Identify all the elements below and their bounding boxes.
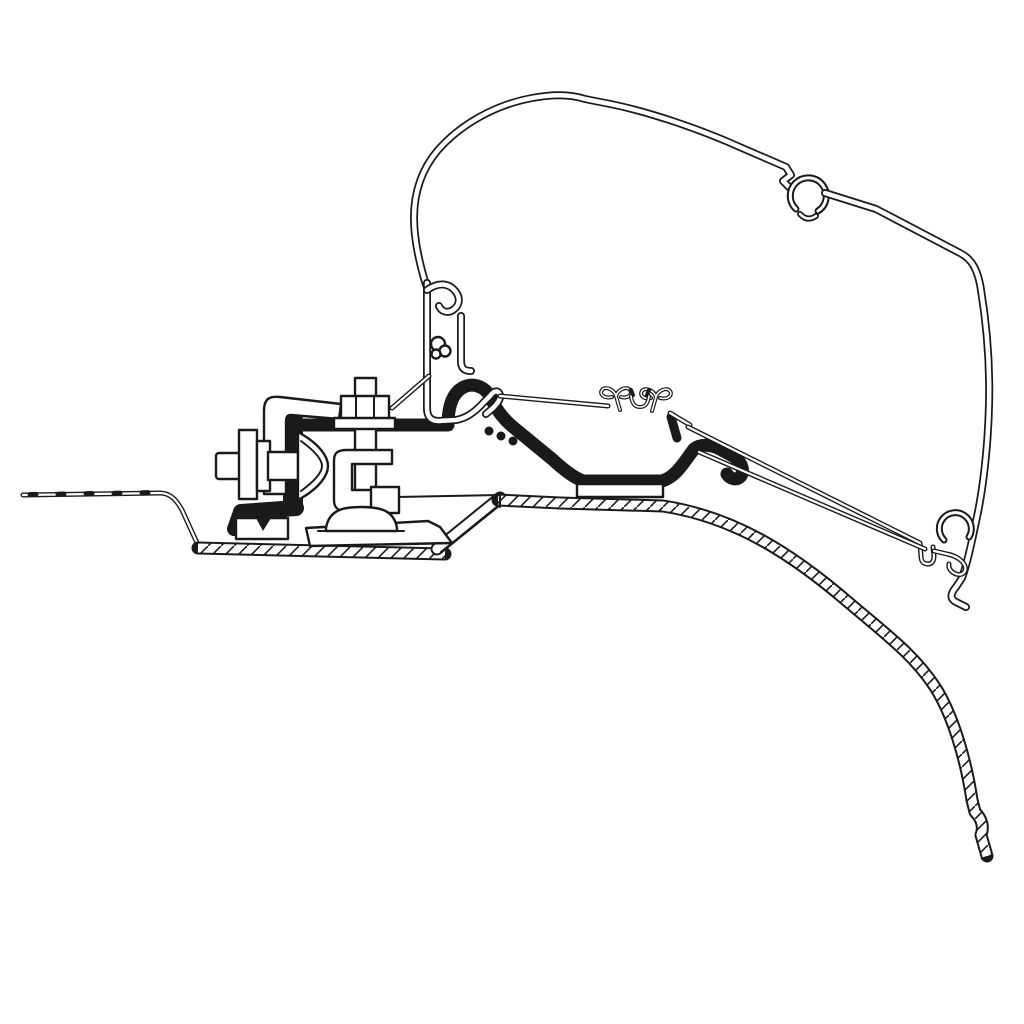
curved-washer-inner-line	[300, 440, 324, 492]
roof-hatch-band-lower	[191, 541, 452, 561]
roof-sheet-left	[20, 490, 201, 548]
vertical-stud-assembly	[317, 376, 405, 533]
pressure-dome	[324, 505, 399, 533]
gripper-finger	[496, 431, 506, 441]
roof-sheet-ticks	[27, 490, 161, 497]
upper-seat-plate	[575, 482, 665, 499]
adapter-profile	[280, 378, 749, 488]
clamp-tooth	[256, 518, 271, 531]
bolt-washer-plate	[237, 428, 259, 501]
gripper-finger	[484, 426, 494, 436]
tie-rod-line	[396, 494, 501, 498]
lower-rail	[696, 449, 928, 552]
awning-case-profile	[410, 91, 994, 611]
nut-washer	[332, 416, 397, 431]
top-keder-ring	[786, 174, 830, 222]
seat-serration-dots	[602, 481, 638, 486]
clamp-teeth-dots	[241, 515, 286, 520]
upper-rail	[685, 424, 937, 567]
case-bottom-rails	[497, 386, 968, 577]
rail-tab	[666, 412, 682, 443]
horizontal-bolt	[214, 428, 330, 502]
bolt-shaft-inner	[266, 450, 300, 482]
gutter-butterfly-detail	[599, 386, 673, 413]
mounting-hardware	[214, 376, 405, 533]
gasket-clip-detail	[429, 335, 452, 360]
rail-end-hook	[931, 548, 968, 577]
case-mounting-channel	[389, 279, 505, 425]
gripper-finger	[508, 436, 518, 446]
hex-nut-facets	[355, 396, 375, 420]
hex-nut	[339, 394, 391, 422]
curved-washer	[296, 430, 330, 502]
bottom-keder-ring	[935, 509, 975, 544]
